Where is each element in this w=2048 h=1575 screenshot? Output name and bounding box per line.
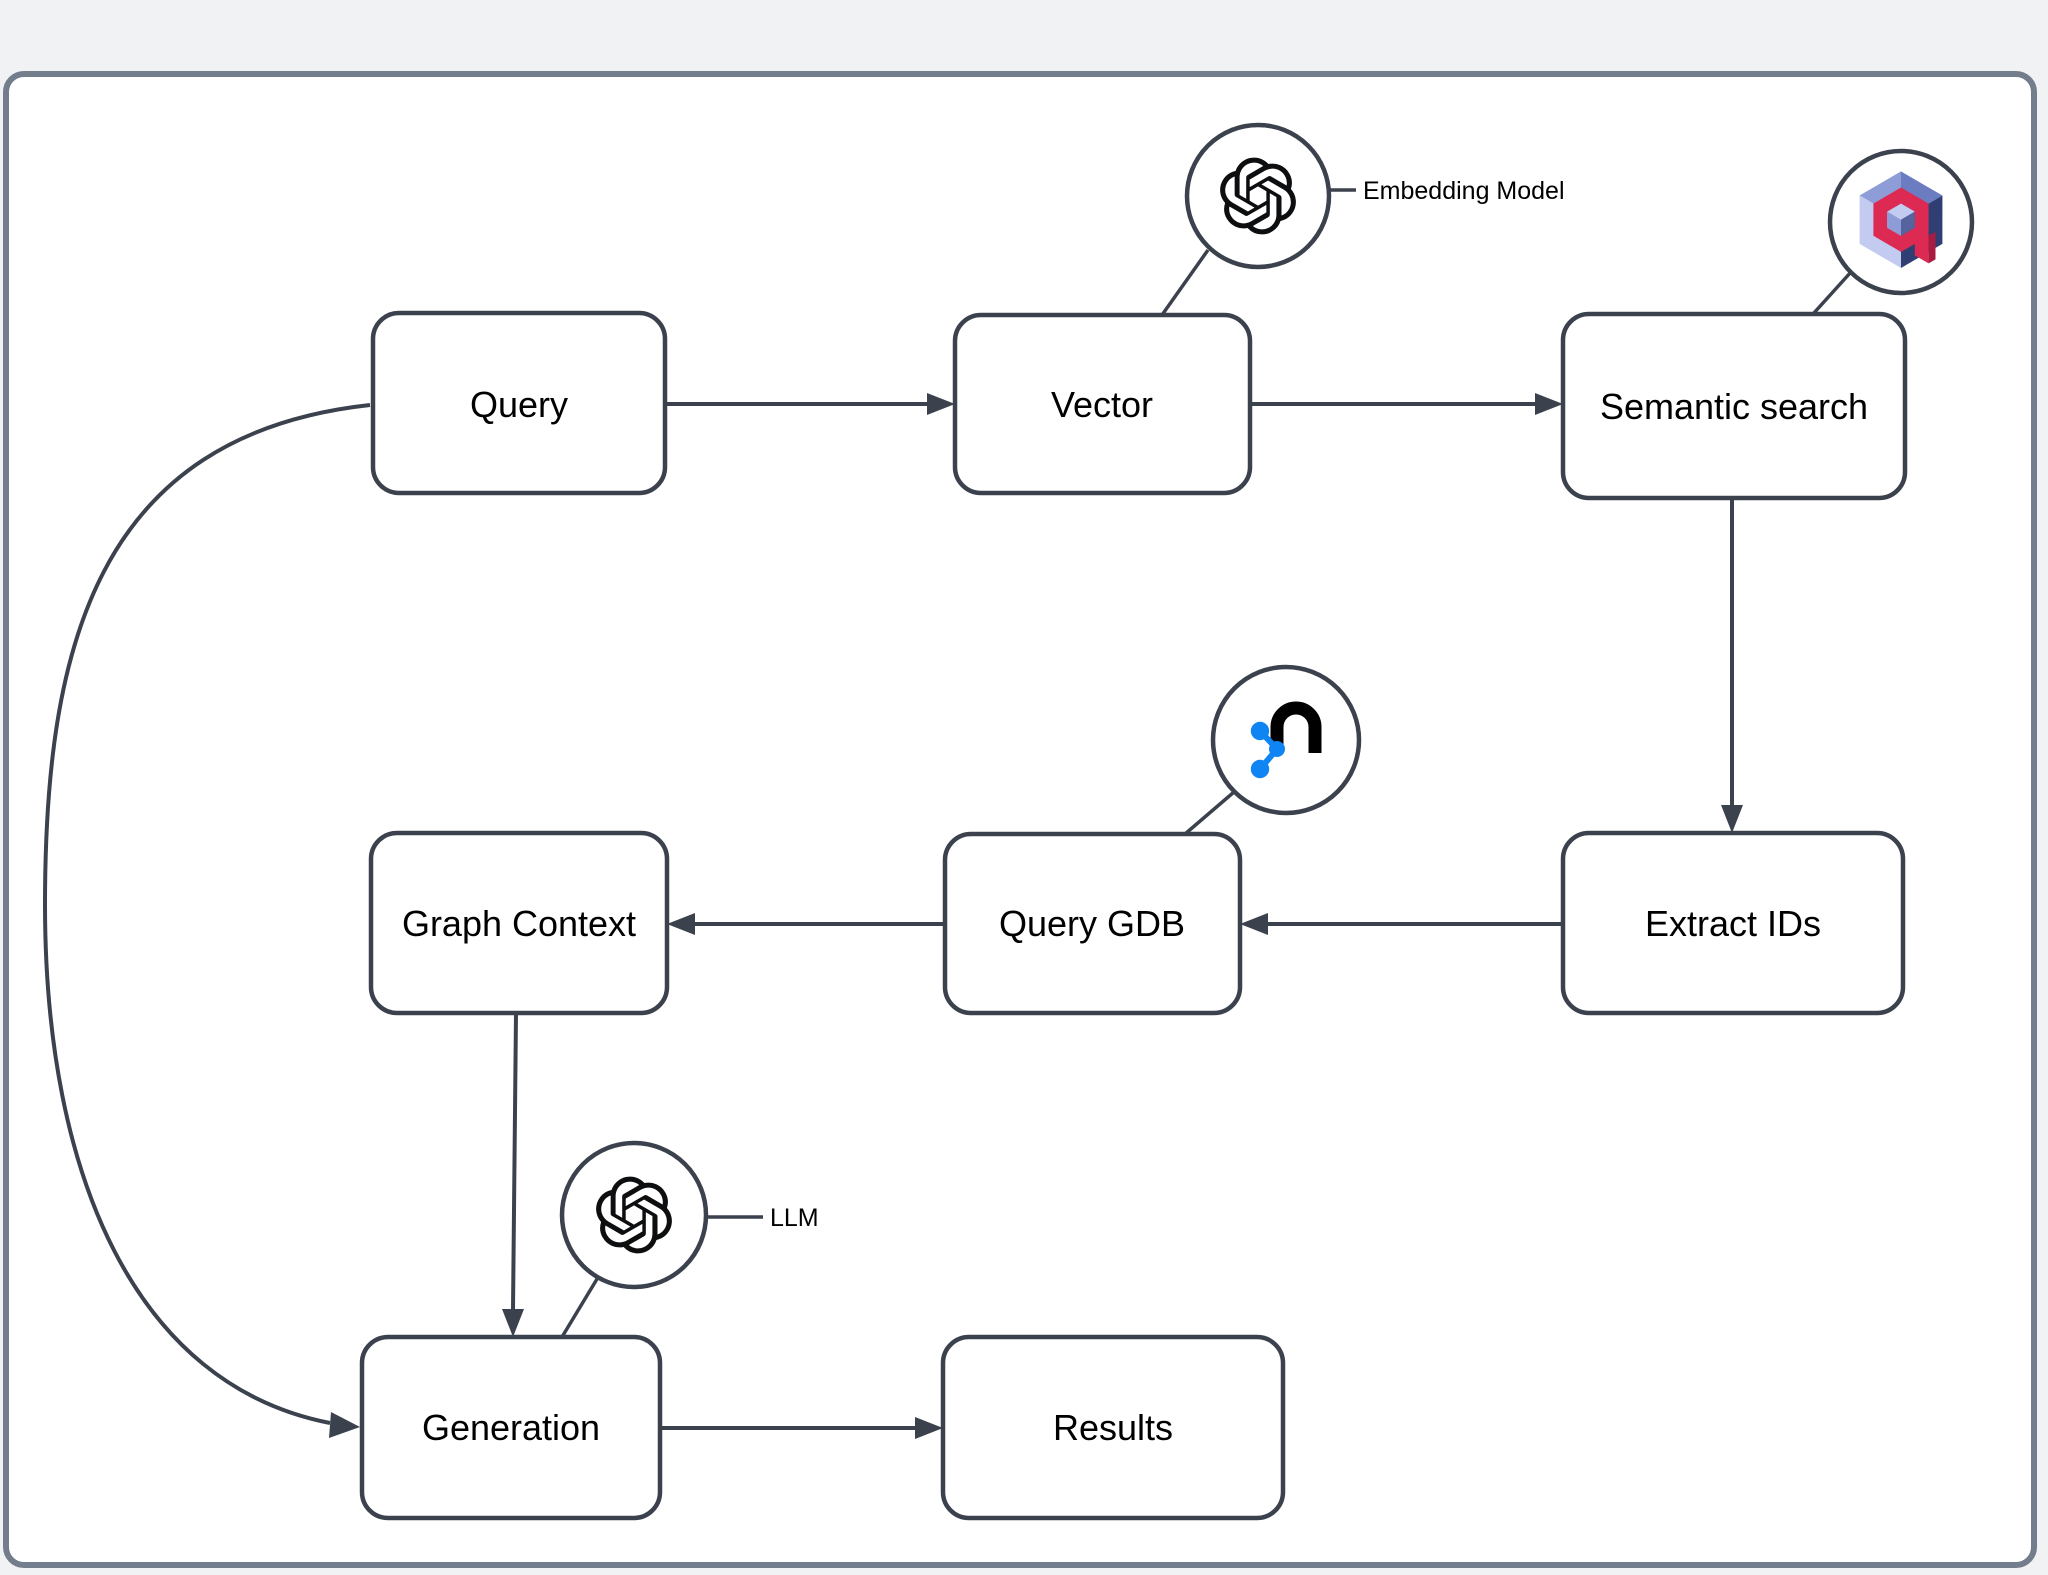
connector-qdrant-semantic (1811, 270, 1853, 316)
connector-llm-generation (560, 1278, 599, 1338)
arrowhead-generation-results (915, 1417, 943, 1439)
node-semantic-search-shape[interactable] (1560, 311, 1908, 501)
node-generation[interactable]: Generation (359, 1334, 663, 1521)
node-query-label: Query (470, 384, 568, 425)
icon-connectors (560, 188, 1853, 1338)
neo4j-graph-node-2 (1269, 741, 1285, 757)
edge-graphcontext-generation (511, 1012, 518, 1310)
arrowhead-querygdb-graphcontext (667, 913, 695, 935)
node-query-gdb-label: Query GDB (999, 903, 1185, 944)
arrowhead-semantic-extract (1721, 805, 1743, 833)
qdrant-q-tail-shade (1928, 231, 1936, 264)
node-graph-context[interactable]: Graph Context (368, 830, 670, 1016)
neo4j-icon (1250, 701, 1322, 779)
connector-neo4j-querygdb (1183, 790, 1236, 836)
node-graph-context-shape[interactable] (368, 830, 670, 1016)
arrowhead-query-generation (329, 1412, 360, 1438)
node-semantic-search[interactable]: Semantic search (1560, 311, 1908, 501)
qdrant-badge[interactable] (1827, 148, 1975, 296)
node-results-shape[interactable] (940, 1334, 1286, 1521)
edge-query-generation-curve (42, 403, 371, 1425)
arrowhead-graphcontext-generation (502, 1309, 524, 1337)
node-generation-label: Generation (422, 1407, 600, 1448)
neo4j-graph-node-3 (1250, 759, 1270, 779)
node-results[interactable]: Results (940, 1334, 1286, 1521)
embedding-model-badge[interactable]: Embedding Model (1184, 122, 1565, 270)
node-vector[interactable]: Vector (952, 312, 1253, 496)
openai-icon (596, 1176, 672, 1254)
embedding-model-circle[interactable] (1184, 122, 1332, 270)
arrowhead-query-vector (927, 393, 955, 415)
openai-logo-path (1220, 157, 1296, 235)
node-extract-ids-label: Extract IDs (1645, 903, 1821, 944)
arrowhead-extract-querygdb (1240, 913, 1268, 935)
node-results-label: Results (1053, 1407, 1173, 1448)
neo4j-badge[interactable] (1210, 664, 1362, 816)
qdrant-q-ring (1873, 187, 1929, 252)
llm-label: LLM (770, 1204, 819, 1232)
qdrant-q-tail (1914, 227, 1929, 264)
llm-circle[interactable] (559, 1140, 709, 1290)
node-vector-label: Vector (1051, 384, 1153, 425)
node-query-gdb-shape[interactable] (942, 831, 1243, 1016)
node-extract-ids-shape[interactable] (1560, 830, 1906, 1016)
openai-icon (1220, 157, 1296, 235)
node-graph-context-label: Graph Context (402, 903, 636, 944)
neo4j-graph-node-1 (1250, 721, 1270, 741)
edges (42, 393, 1743, 1439)
node-generation-shape[interactable] (359, 1334, 663, 1521)
neo4j-circle[interactable] (1210, 664, 1362, 816)
node-query-gdb[interactable]: Query GDB (942, 831, 1243, 1016)
embedding-model-label: Embedding Model (1363, 177, 1565, 205)
node-vector-shape[interactable] (952, 312, 1253, 496)
arrowhead-vector-semantic (1535, 393, 1563, 415)
nodes: Query Vector Semantic search Extract IDs… (359, 310, 1908, 1521)
qdrant-inner-cube-top (1887, 203, 1915, 220)
node-query-shape[interactable] (370, 310, 668, 496)
qdrant-icon (1859, 171, 1943, 268)
llm-badge[interactable]: LLM (559, 1140, 819, 1290)
node-query[interactable]: Query (370, 310, 668, 496)
node-semantic-search-label: Semantic search (1600, 386, 1868, 427)
openai-logo-path (596, 1176, 672, 1254)
neo4j-n-path (1270, 701, 1322, 753)
connector-embedding-vector (1160, 248, 1210, 317)
node-extract-ids[interactable]: Extract IDs (1560, 830, 1906, 1016)
